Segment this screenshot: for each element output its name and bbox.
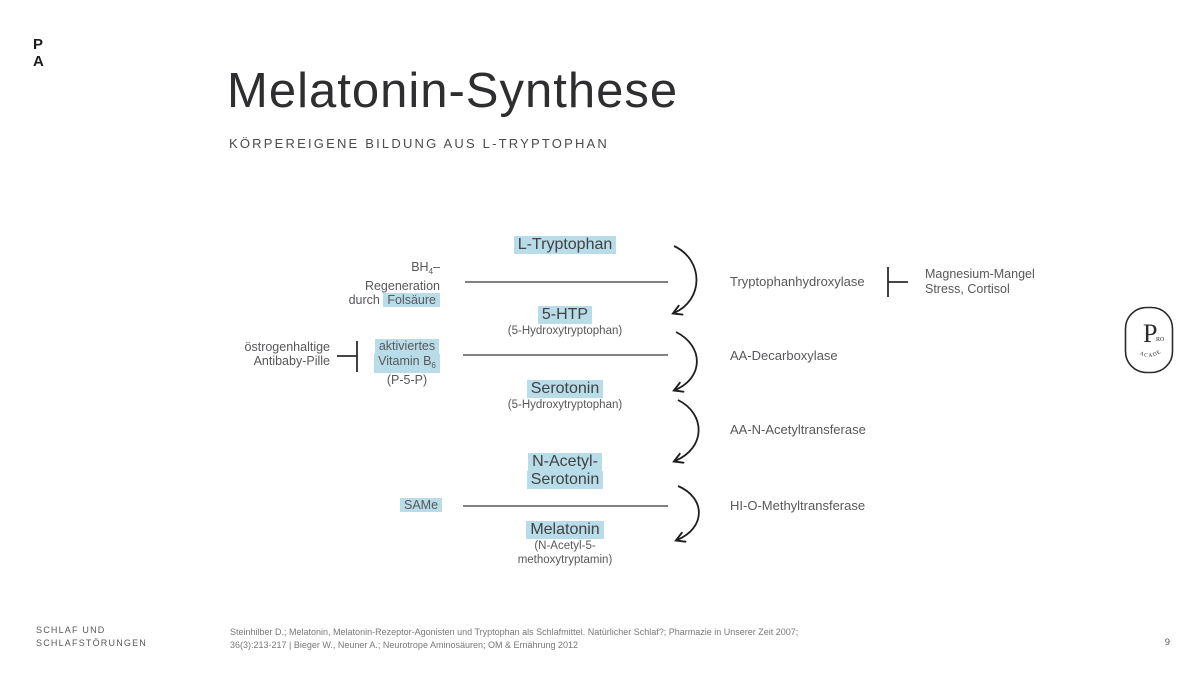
b6-line3: (P-5-P) (386, 373, 428, 387)
metabolite-n-acetyl-serotonin: N-Acetyl- Serotonin (465, 453, 665, 489)
metabolite-label: L-Tryptophan (513, 236, 617, 254)
badge-small-text: RO (1156, 337, 1165, 343)
b6-line2: Vitamin B6 (374, 354, 440, 373)
magnesium-line2: Stress, Cortisol (925, 281, 1010, 296)
pill-line1: östrogenhaltige (244, 340, 330, 354)
page-subtitle: KÖRPEREIGENE BILDUNG AUS L-TRYPTOPHAN (229, 136, 609, 151)
citation-line1: Steinhilber D.; Melatonin, Melatonin-Rez… (230, 627, 799, 637)
metabolite-serotonin: Serotonin (5-Hydroxytryptophan) (465, 380, 665, 412)
academy-badge: P RO ACADEMY (1124, 306, 1174, 374)
metabolite-sublabel: (5-Hydroxytryptophan) (507, 399, 623, 411)
pill-line2: Antibaby-Pille (253, 354, 330, 368)
metabolite-label: Serotonin (526, 380, 604, 398)
folsaeure-highlight: Folsäure (383, 293, 440, 307)
metabolite-sublabel-line2: methoxytryptamin) (517, 554, 613, 566)
cofactor-same: SAMe (400, 498, 443, 512)
bh4-base: BH (411, 260, 429, 274)
cofactor-bh4: BH4– Regeneration durch Folsäure (280, 260, 440, 307)
inhibitor-pill: östrogenhaltige Antibaby-Pille (190, 340, 330, 368)
citation-line2: 36(3):213-217 | Bieger W., Neuner A.; Ne… (230, 640, 579, 650)
cofactor-vitamin-b6: aktiviertes Vitamin B6 (P-5-P) (346, 339, 468, 388)
enzyme-tryptophanhydroxylase: Tryptophanhydroxylase (730, 274, 865, 289)
metabolite-label-line2: Serotonin (526, 471, 604, 489)
b6-line1: aktiviertes (374, 339, 440, 354)
b6-line2-base: Vitamin B (378, 354, 432, 368)
inhibitor-magnesium: Magnesium-Mangel Stress, Cortisol (925, 267, 1035, 296)
metabolite-label: Melatonin (526, 521, 604, 539)
metabolite-5htp: 5-HTP (5-Hydroxytryptophan) (465, 306, 665, 338)
footer-series-line1: SCHLAF UND (36, 625, 106, 635)
badge-letter: P (1143, 319, 1157, 348)
metabolite-label: 5-HTP (537, 306, 593, 324)
footer-citation: Steinhilber D.; Melatonin, Melatonin-Rez… (230, 626, 798, 652)
bh4-suffix: – (433, 260, 440, 274)
metabolite-melatonin: Melatonin (N-Acetyl-5- methoxytryptamin) (465, 521, 665, 567)
footer-series-line2: SCHLAFSTÖRUNGEN (36, 638, 148, 648)
footer-series-title: SCHLAF UND SCHLAFSTÖRUNGEN (36, 624, 147, 650)
pa-logo-letter-p: P (33, 36, 44, 53)
bh4-subscript: 4 (428, 267, 434, 276)
enzyme-aa-n-acetyltransferase: AA-N-Acetyltransferase (730, 422, 866, 437)
magnesium-line1: Magnesium-Mangel (925, 267, 1035, 281)
metabolite-sublabel-line1: (N-Acetyl-5- (534, 540, 596, 552)
bh4-line2: Regeneration (364, 279, 440, 293)
enzyme-aa-decarboxylase: AA-Decarboxylase (730, 348, 838, 363)
same-label: SAMe (400, 498, 443, 512)
pa-corner-logo: P A (33, 36, 44, 70)
page-title: Melatonin-Synthese (227, 64, 679, 118)
page-number: 9 (1164, 637, 1170, 648)
bh4-line3-prefix: durch (348, 293, 384, 307)
pa-logo-letter-a: A (33, 53, 44, 70)
enzyme-hi-o-methyltransferase: HI-O-Methyltransferase (730, 498, 866, 513)
b6-subscript: 6 (431, 361, 436, 370)
metabolite-sublabel: (5-Hydroxytryptophan) (507, 325, 623, 337)
metabolite-l-tryptophan: L-Tryptophan (465, 236, 665, 254)
metabolite-label-line1: N-Acetyl- (528, 453, 602, 471)
